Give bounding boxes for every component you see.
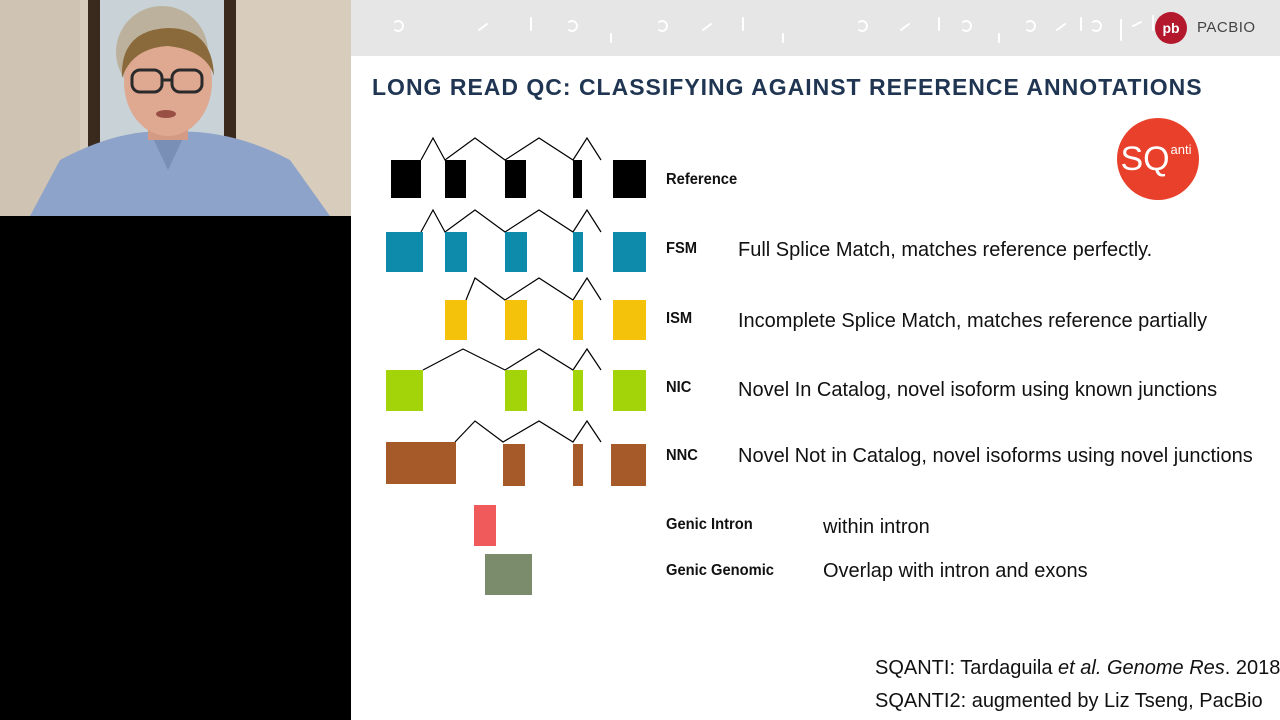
- category-label-reference: Reference: [666, 171, 738, 188]
- exon: [386, 370, 423, 411]
- genic-intron-block: [474, 505, 496, 546]
- webcam-video: [0, 0, 351, 216]
- genic-genomic-block: [485, 554, 532, 595]
- isoform-row-nic: [386, 347, 646, 411]
- exon: [613, 232, 646, 272]
- isoform-diagram: [386, 136, 646, 595]
- isoform-row-fsm: [386, 208, 646, 272]
- category-description-ism: Incomplete Splice Match, matches referen…: [738, 310, 1208, 332]
- exon: [613, 300, 646, 340]
- citation-sqanti2: SQANTI2: augmented by Liz Tseng, PacBio: [875, 690, 1263, 712]
- exon: [386, 442, 456, 484]
- empty-video-area: [0, 216, 351, 720]
- category-label-ism: ISM: [666, 310, 693, 327]
- exon: [573, 370, 583, 411]
- exon: [613, 370, 646, 411]
- category-label-genic-intron: Genic Intron: [666, 516, 753, 533]
- pacbio-logo-text: PACBIO: [1197, 19, 1256, 36]
- category-description-genic-genomic: Overlap with intron and exons: [823, 560, 1088, 582]
- exon: [503, 444, 525, 486]
- sqanti-logo: SQ anti: [1117, 118, 1199, 200]
- category-description-nnc: Novel Not in Catalog, novel isoforms usi…: [738, 445, 1253, 467]
- exon: [573, 444, 583, 486]
- exon: [505, 300, 527, 340]
- presenter-shirt: [30, 131, 330, 216]
- isoform-row-ism: [445, 276, 646, 340]
- presentation-slide: pb PACBIO LONG READ QC: CLASSIFYING AGAI…: [351, 0, 1280, 720]
- exon: [613, 160, 646, 198]
- exon: [505, 232, 527, 272]
- exon: [505, 370, 527, 411]
- category-description-genic-intron: within intron: [823, 516, 930, 538]
- presenter-face: [124, 28, 212, 136]
- slide-header-bar: pb PACBIO: [351, 0, 1280, 56]
- category-description-fsm: Full Splice Match, matches reference per…: [738, 239, 1153, 261]
- isoform-row-nnc: [386, 419, 646, 486]
- category-label-genic-genomic: Genic Genomic: [666, 562, 774, 579]
- category-description-nic: Novel In Catalog, novel isoform using kn…: [738, 379, 1218, 401]
- exon: [573, 300, 583, 340]
- svg-text:pb: pb: [1162, 20, 1179, 36]
- pacbio-logo-icon: pb: [1155, 12, 1187, 44]
- exon: [573, 160, 582, 198]
- exon: [445, 300, 467, 340]
- header-pattern: [394, 15, 1170, 43]
- category-label-nic: NIC: [666, 379, 692, 396]
- exon: [445, 160, 466, 198]
- category-label-fsm: FSM: [666, 240, 698, 257]
- presenter-video-frame: [0, 0, 351, 216]
- exon: [445, 232, 467, 272]
- slide-title: LONG READ QC: CLASSIFYING AGAINST REFERE…: [372, 74, 1203, 100]
- exon: [391, 160, 421, 198]
- exon: [505, 160, 526, 198]
- category-label-nnc: NNC: [666, 447, 698, 464]
- exon: [386, 232, 423, 272]
- exon: [573, 232, 583, 272]
- isoform-row-reference: [391, 136, 646, 198]
- svg-text:SQ: SQ: [1120, 140, 1169, 178]
- svg-text:anti: anti: [1171, 142, 1192, 157]
- exon: [611, 444, 646, 486]
- citation-sqanti: SQANTI: Tardaguila et al. Genome Res. 20…: [875, 657, 1280, 679]
